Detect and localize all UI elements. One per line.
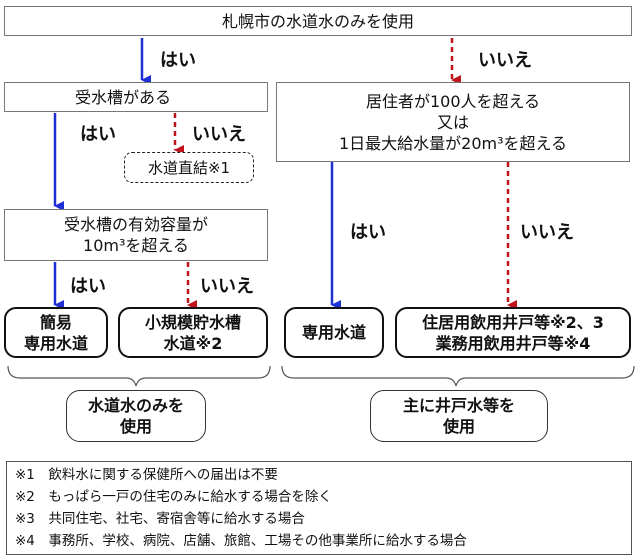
summary-left-line-2: 使用 — [119, 417, 152, 436]
left-brace — [7, 365, 271, 387]
label-no-resident: いいえ — [520, 222, 574, 243]
footnote-4: ※4 事務所、学校、病院、店舗、旅館、工場その他事業所に給水する場合 — [15, 533, 467, 549]
label-yes-tank: はい — [80, 124, 116, 145]
dedicated-text: 専用水道 — [301, 323, 366, 342]
simple-dedicated-box: 簡易 専用水道 — [4, 307, 108, 358]
top-box-text: 札幌市の水道水のみを使用 — [221, 11, 414, 31]
summary-right-line-2: 使用 — [442, 417, 475, 436]
footnote-2: ※2 もっぱら一戸の住宅のみに給水する場合を除く — [15, 489, 332, 505]
resident-line-2: 又は — [436, 112, 469, 132]
direct-box: 水道直結※1 — [124, 152, 254, 183]
simple-line-2: 専用水道 — [23, 333, 88, 353]
label-no-tank: いいえ — [192, 124, 246, 145]
wells-line-2: 業務用飲用井戸等※4 — [435, 333, 591, 353]
small-line-2: 水道※2 — [163, 333, 223, 353]
label-yes-resident: はい — [350, 222, 386, 243]
resident-line-1: 居住者が100人を超える — [365, 91, 541, 111]
summary-right-line-1: 主に井戸水等を — [402, 396, 515, 415]
capacity-line-2: 10m³を超える — [83, 236, 189, 255]
capacity-line-1: 受水槽の有効容量が — [63, 215, 208, 234]
label-no-capacity: いいえ — [200, 276, 254, 297]
resident-line-3: 1日最大給水量が20m³を超える — [338, 133, 568, 153]
small-tank-box: 小規模貯水槽 水道※2 — [118, 307, 268, 358]
wells-line-1: 住居用飲用井戸等※2、3 — [422, 312, 604, 332]
label-no-top: いいえ — [478, 50, 532, 71]
right-brace — [281, 365, 635, 387]
tank-box-text: 受水槽がある — [75, 87, 172, 107]
wells-box: 住居用飲用井戸等※2、3 業務用飲用井戸等※4 — [395, 307, 631, 358]
small-line-1: 小規模貯水槽 — [144, 312, 241, 332]
label-yes-top: はい — [160, 50, 196, 71]
resident-box: 居住者が100人を超える 又は 1日最大給水量が20m³を超える — [276, 82, 630, 162]
simple-line-1: 簡易 — [39, 312, 72, 332]
label-yes-capacity: はい — [70, 276, 106, 297]
summary-left-box: 水道水のみを 使用 — [66, 390, 206, 442]
footnote-3: ※3 共同住宅、社宅、寄宿舎等に給水する場合 — [15, 511, 305, 527]
tank-box: 受水槽がある — [4, 82, 268, 112]
summary-left-line-1: 水道水のみを — [87, 396, 184, 415]
top-box: 札幌市の水道水のみを使用 — [4, 6, 632, 36]
footnote-1: ※1 飲料水に関する保健所への届出は不要 — [15, 467, 278, 483]
direct-box-text: 水道直結※1 — [147, 158, 231, 177]
summary-right-box: 主に井戸水等を 使用 — [370, 390, 548, 442]
footnotes-box: ※1 飲料水に関する保健所への届出は不要 ※2 もっぱら一戸の住宅のみに給水する… — [6, 461, 632, 555]
capacity-box: 受水槽の有効容量が 10m³を超える — [4, 209, 268, 261]
dedicated-box: 専用水道 — [284, 307, 384, 358]
